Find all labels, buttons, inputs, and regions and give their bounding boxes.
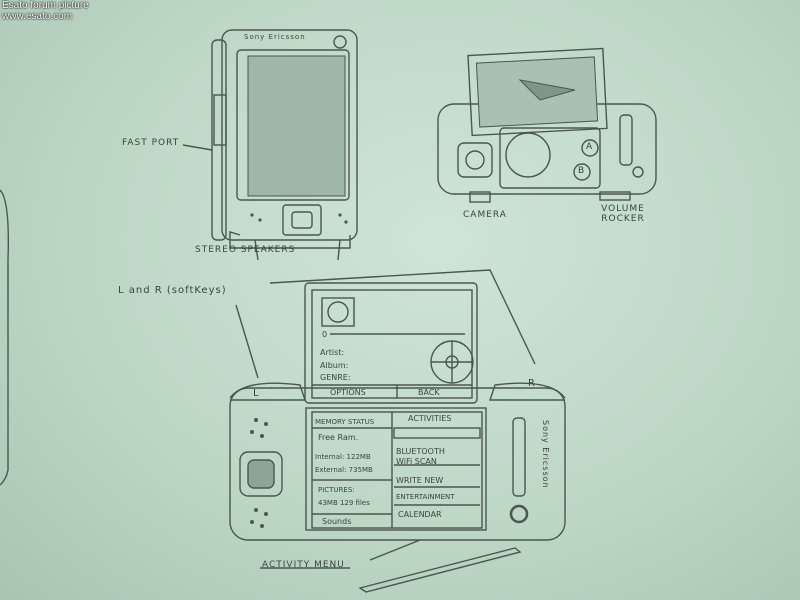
label-softkeys: L and R (softKeys) xyxy=(118,285,227,296)
brand-side: Sony Ericsson xyxy=(541,420,550,489)
sounds-item[interactable]: Sounds xyxy=(322,517,352,526)
track-number: 0 xyxy=(322,330,328,339)
activity-calendar[interactable]: CALENDAR xyxy=(398,510,442,519)
pictures-label: PICTURES: xyxy=(318,486,355,494)
external-memory: External: 735MB xyxy=(315,466,373,474)
right-softkey[interactable]: R xyxy=(528,378,536,389)
label-fast-port: FAST PORT xyxy=(122,138,180,148)
gamepad-a-button[interactable]: A xyxy=(586,142,594,152)
gamepad-b-button[interactable]: B xyxy=(578,166,586,176)
back-softkey[interactable]: BACK xyxy=(418,388,440,397)
label-activity-menu: ACTIVITY MENU xyxy=(262,560,345,570)
brand-top: Sony Ericsson xyxy=(244,33,306,41)
activity-entertainment[interactable]: ENTERTAINMENT xyxy=(396,493,455,501)
label-camera: CAMERA xyxy=(463,210,507,220)
album-field: Album: xyxy=(320,361,349,370)
activity-wifi-scan[interactable]: WiFi SCAN xyxy=(396,457,437,466)
memory-status-title: MEMORY STATUS xyxy=(315,418,375,426)
watermark-title: Esato forum picture xyxy=(2,0,89,11)
label-volume-rocker: VOLUME ROCKER xyxy=(601,204,645,224)
label-stereo-speakers: STEREO SPEAKERS xyxy=(195,245,296,255)
free-ram: Free Ram. xyxy=(318,433,359,442)
internal-memory: Internal: 122MB xyxy=(315,453,371,461)
activities-title: ACTIVITIES xyxy=(408,414,452,423)
genre-field: GENRE: xyxy=(320,373,351,382)
left-softkey[interactable]: L xyxy=(253,388,260,399)
artist-field: Artist: xyxy=(320,348,345,357)
activity-write-new[interactable]: WRITE NEW xyxy=(396,476,444,485)
pictures-size: 43MB 129 files xyxy=(318,499,370,507)
options-softkey[interactable]: OPTIONS xyxy=(330,388,366,397)
activity-bluetooth[interactable]: BLUETOOTH xyxy=(396,447,445,456)
watermark-url: www.esato.com xyxy=(2,11,73,22)
